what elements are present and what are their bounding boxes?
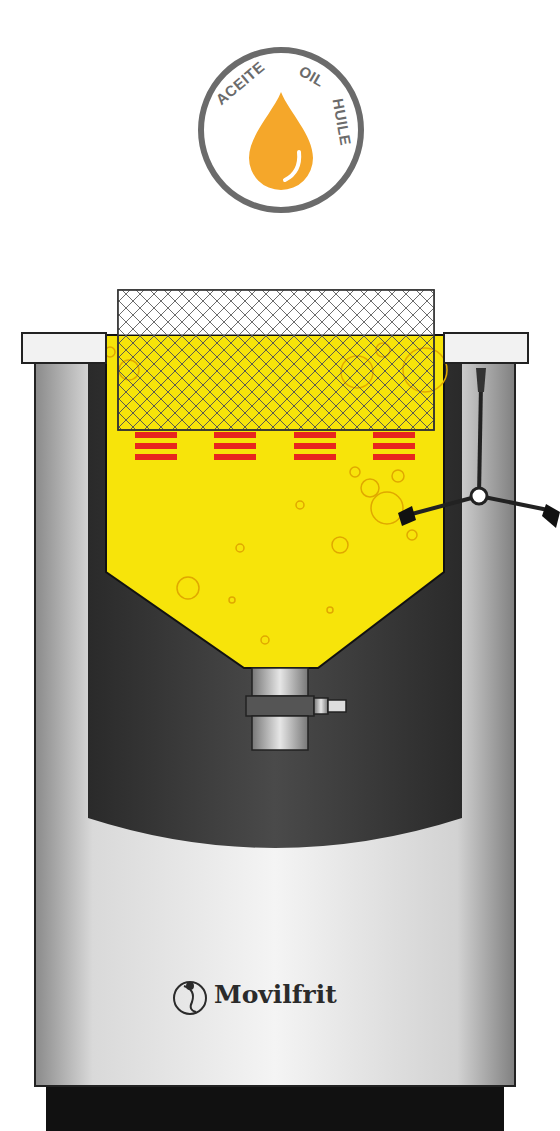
- icon-circle: [201, 50, 361, 210]
- rim-left: [22, 333, 106, 363]
- fryer-base: [46, 1080, 504, 1131]
- oil-drop: [249, 92, 313, 190]
- fry-basket: [118, 290, 434, 430]
- brand-logo: Movilfrit: [214, 980, 337, 1009]
- basket-mesh: [118, 290, 434, 430]
- control-handle: [398, 368, 560, 528]
- rim-right: [444, 333, 528, 363]
- logo-mark: [174, 982, 206, 1014]
- drain-valve: [246, 668, 346, 750]
- drop-highlight: [285, 152, 299, 180]
- oil-icon: ACEITEOILHUILE: [197, 46, 365, 214]
- heater-elements: [135, 432, 415, 460]
